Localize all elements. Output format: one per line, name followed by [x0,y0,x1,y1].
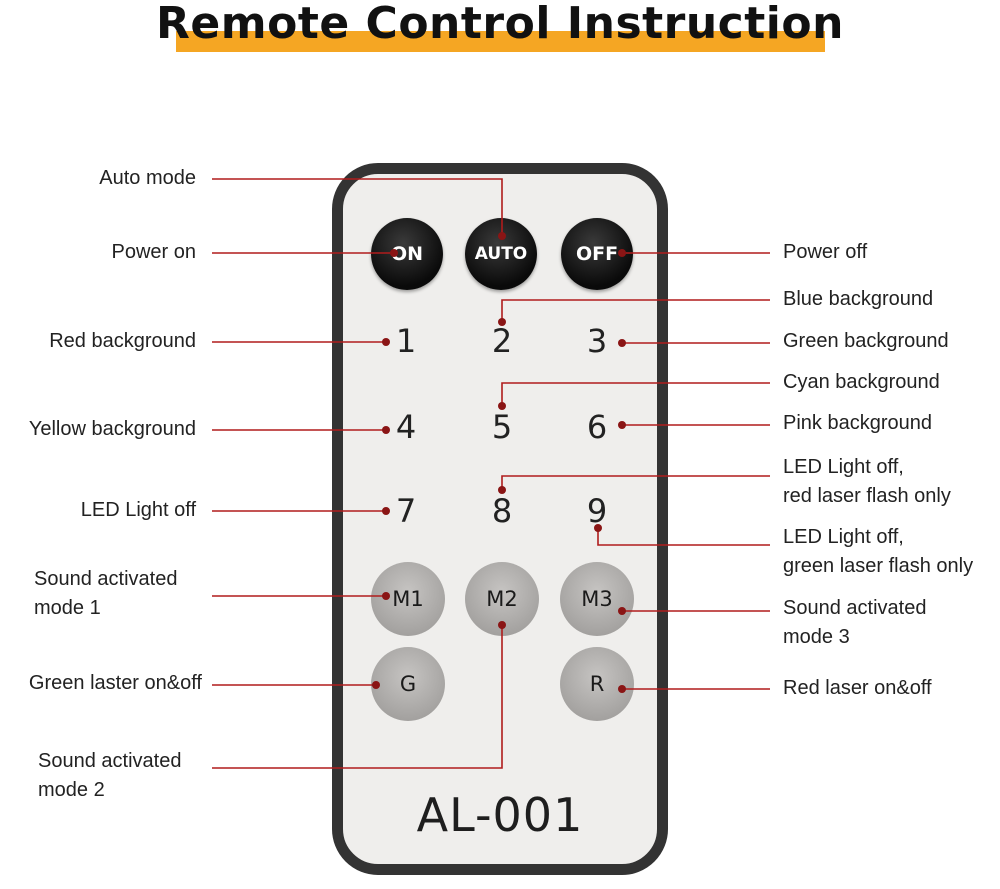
label-red-laser: Red laser on&off [783,677,932,699]
label-btn-9: LED Light off, green laser flash only [783,526,974,577]
label-power-on: Power on [111,241,197,263]
number-button-3[interactable]: 3 [586,322,608,360]
r-button[interactable]: R [560,647,634,721]
model-label: AL-001 [416,788,584,842]
label-sound2: Sound activated mode 2 [38,750,182,801]
label-green-bg: Green background [783,330,949,352]
m2-button[interactable]: M2 [465,562,539,636]
title-underline-bar [176,31,825,52]
label-led-off: LED Light off [80,499,196,521]
label-sound3: Sound activated mode 3 [783,597,927,648]
m1-button[interactable]: M1 [371,562,445,636]
label-pink-bg: Pink background [783,412,932,434]
label-power-off: Power off [783,241,868,263]
label-yellow-bg: Yellow background [28,418,196,440]
label-sound1: Sound activated mode 1 [34,568,178,619]
number-button-1[interactable]: 1 [395,322,417,360]
number-button-2[interactable]: 2 [491,322,513,360]
number-button-5[interactable]: 5 [491,408,513,446]
label-cyan-bg: Cyan background [783,371,940,393]
number-button-8[interactable]: 8 [491,492,513,530]
g-button[interactable]: G [371,647,445,721]
auto-button[interactable]: AUTO [465,218,537,290]
label-auto-mode: Auto mode [99,167,196,189]
label-btn-8: LED Light off, red laser flash only [783,456,951,507]
label-green-laser: Green laster on&off [28,672,202,694]
label-blue-bg: Blue background [783,288,934,310]
on-button[interactable]: ON [371,218,443,290]
page-title: Remote Control Instruction [156,0,844,49]
number-button-7[interactable]: 7 [395,492,417,530]
number-button-6[interactable]: 6 [586,408,608,446]
label-red-bg: Red background [49,330,196,352]
number-button-4[interactable]: 4 [395,408,417,446]
m3-button[interactable]: M3 [560,562,634,636]
off-button[interactable]: OFF [561,218,633,290]
number-button-9[interactable]: 9 [586,492,608,530]
